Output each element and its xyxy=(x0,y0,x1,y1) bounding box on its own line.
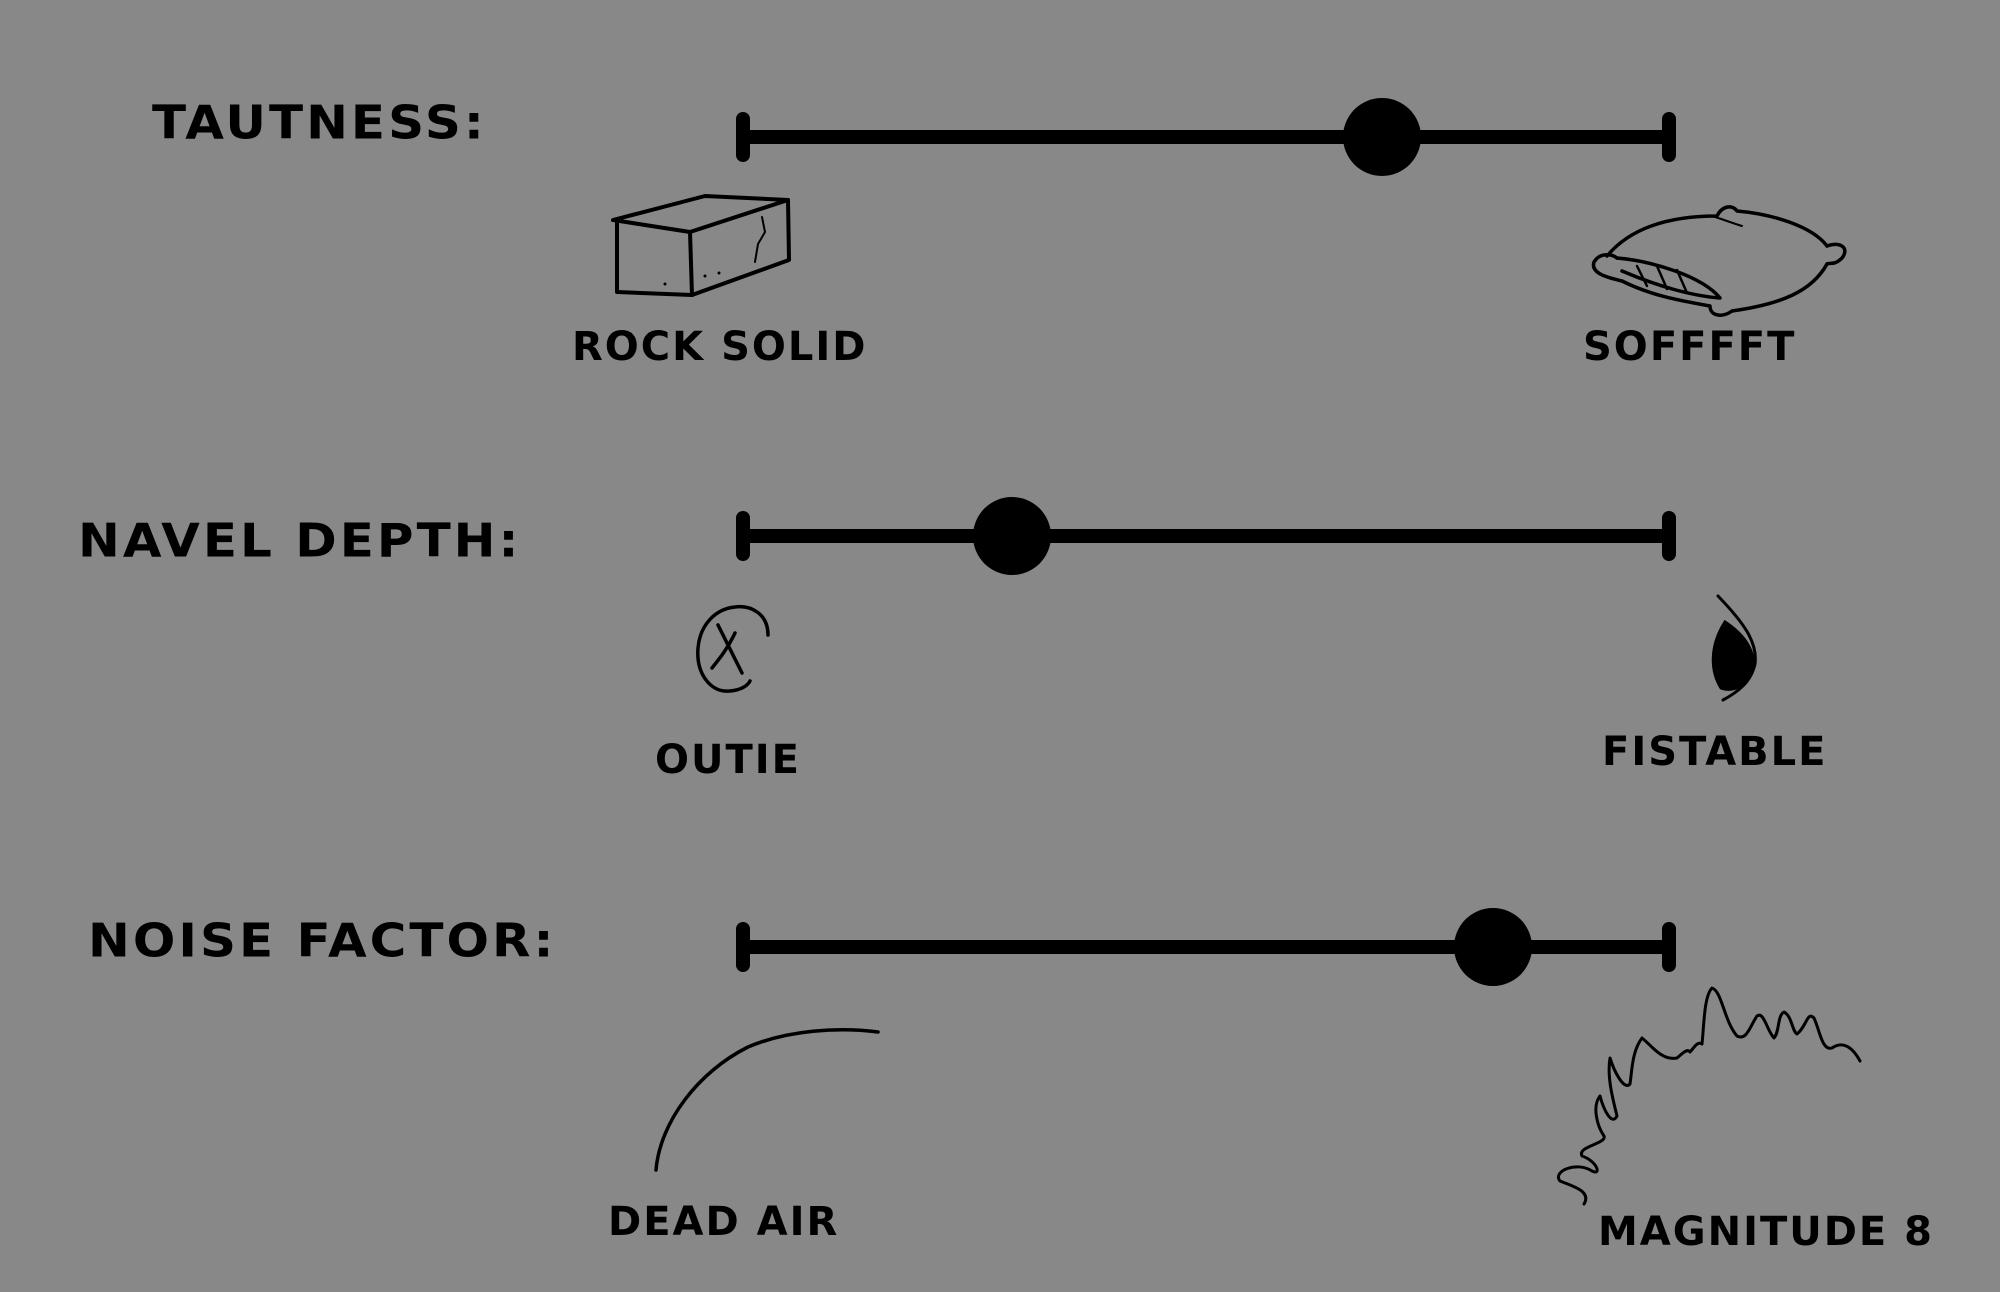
slider-track[interactable] xyxy=(744,130,1668,144)
flat-curve-icon xyxy=(654,1028,880,1172)
slider-max-cap xyxy=(1662,922,1676,972)
navel-depth-slider[interactable] xyxy=(736,496,1676,576)
outie-label: OUTIE xyxy=(655,737,801,783)
rock-solid-label: ROCK SOLID xyxy=(572,324,868,370)
slider-track[interactable] xyxy=(744,940,1668,954)
slider-min-cap xyxy=(736,511,750,561)
dead-air-label: DEAD AIR xyxy=(608,1199,840,1245)
slider-max-cap xyxy=(1662,511,1676,561)
magnitude-8-label: MAGNITUDE 8 xyxy=(1598,1209,1935,1255)
pillow-icon xyxy=(1591,205,1847,317)
noise-factor-label: NOISE FACTOR: xyxy=(88,914,557,968)
slider-track[interactable] xyxy=(744,529,1668,543)
soffffft-label: SOFFFFT xyxy=(1583,324,1797,370)
slider-knob[interactable] xyxy=(1342,98,1421,176)
slider-max-cap xyxy=(1662,112,1676,162)
deep-navel-icon xyxy=(1711,594,1757,702)
brick-icon xyxy=(611,194,791,297)
tautness-slider[interactable] xyxy=(736,97,1676,177)
slider-min-cap xyxy=(736,112,750,162)
slider-min-cap xyxy=(736,922,750,972)
fistable-label: FISTABLE xyxy=(1602,729,1828,775)
noise-factor-slider[interactable] xyxy=(736,907,1676,987)
slider-knob[interactable] xyxy=(972,497,1051,575)
navel-depth-label: NAVEL DEPTH: xyxy=(78,514,522,568)
outie-navel-icon xyxy=(696,604,770,693)
seismic-squiggle-icon xyxy=(1556,986,1862,1206)
tautness-label: TAUTNESS: xyxy=(152,96,487,150)
slider-knob[interactable] xyxy=(1454,908,1533,986)
